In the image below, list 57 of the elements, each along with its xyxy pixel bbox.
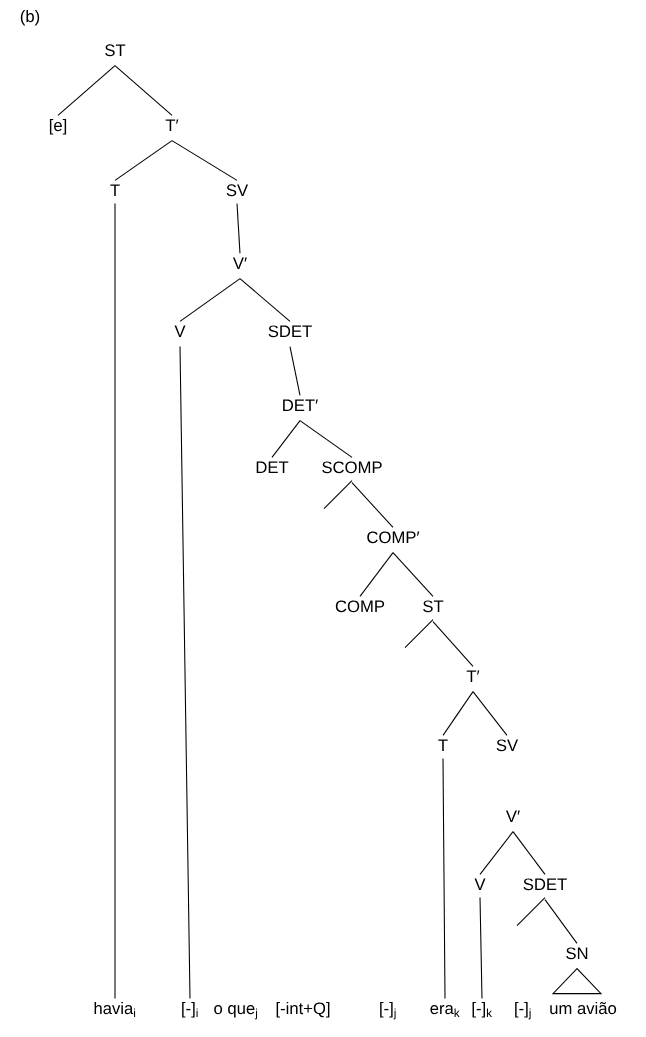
tree-branch <box>359 552 394 597</box>
tree-branch <box>544 899 578 944</box>
tree-branch <box>323 480 353 510</box>
tree-branch <box>114 140 173 181</box>
category-label: T′ <box>165 119 179 131</box>
leaf-word: [-]$_{k}$ <box>472 1001 492 1018</box>
leaf-word: era$_{k}$ <box>430 1005 460 1017</box>
category-label: T <box>110 184 120 196</box>
tree-branch <box>289 346 301 396</box>
tree-branch <box>392 552 434 597</box>
tree-branch <box>236 203 241 254</box>
tree-branch <box>442 758 446 999</box>
category-label: ST <box>105 44 126 57</box>
tree-branch <box>404 619 434 649</box>
tree-branch <box>472 691 508 736</box>
tree-branch <box>432 621 474 667</box>
leaf-word: [-int+Q] <box>276 1001 330 1018</box>
tree-branch <box>299 420 353 458</box>
category-label: V <box>174 325 186 337</box>
category-label: COMP′ <box>367 531 420 544</box>
category-label: [e] <box>49 118 67 135</box>
tree-branch <box>351 482 394 528</box>
leaf-word: o que$_{j}$ <box>214 1005 258 1020</box>
tree-branch <box>179 346 191 999</box>
tree-branch <box>114 65 173 116</box>
tree-branch <box>114 203 116 999</box>
tree-branch <box>271 420 301 458</box>
leaf-word: um avião <box>550 1001 617 1015</box>
category-label: V <box>474 878 486 890</box>
tree-branch <box>479 897 483 999</box>
category-label: SCOMP <box>322 461 382 474</box>
category-label: V′ <box>505 810 520 822</box>
tree-branch <box>512 831 546 875</box>
category-label: SV <box>496 739 519 752</box>
category-label: DET′ <box>283 399 318 411</box>
tree-branch <box>442 691 474 736</box>
tree-branch <box>179 278 241 322</box>
category-label: SV <box>226 184 249 197</box>
category-label: SDET <box>523 878 567 891</box>
leaf-word: havia$_{i}$ <box>94 1001 136 1017</box>
category-label: T′ <box>466 670 480 682</box>
category-label: ST <box>423 600 444 613</box>
tree-branch <box>57 65 116 116</box>
tree-branch <box>479 831 514 875</box>
panel-label: (b) <box>20 9 40 26</box>
category-label: SN <box>566 947 588 960</box>
category-label: SDET <box>268 325 312 338</box>
category-label: V′ <box>232 257 247 269</box>
leaf-word: [-]$_{j}$ <box>515 1001 531 1020</box>
category-label: DET <box>256 461 289 473</box>
category-label: T <box>438 739 448 751</box>
leaf-word: [-]$_{i}$ <box>182 1001 198 1018</box>
tree-branch <box>516 897 546 927</box>
tree-branch <box>171 140 238 181</box>
category-label: COMP <box>335 600 385 613</box>
leaf-word: [-]$_{j}$ <box>380 1001 396 1020</box>
tree-branch <box>239 278 291 322</box>
